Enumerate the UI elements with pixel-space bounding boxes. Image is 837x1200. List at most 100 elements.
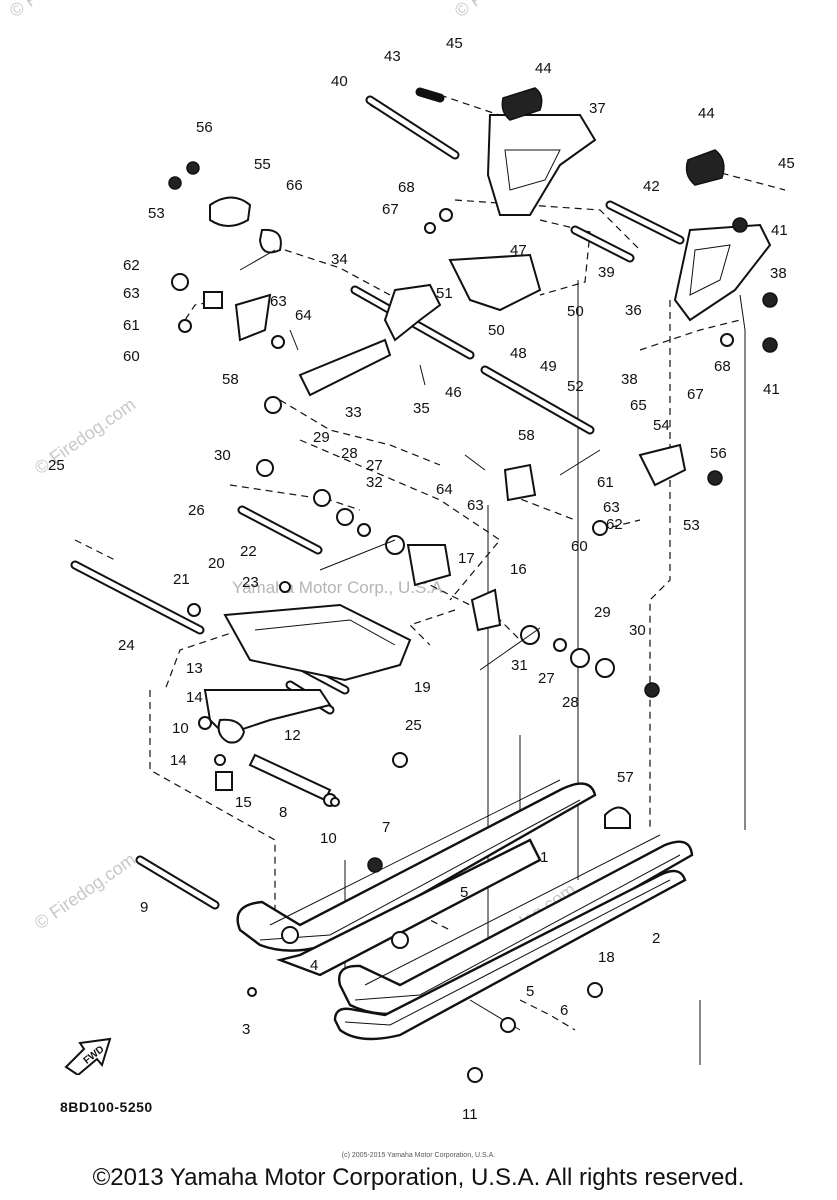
callout-46: 46 [445,384,462,401]
callout-6: 6 [560,1002,568,1019]
callout-61: 61 [123,317,140,334]
callout-53: 53 [683,517,700,534]
callout-57: 57 [617,769,634,786]
callout-13: 13 [186,660,203,677]
callout-62: 62 [606,516,623,533]
watermark-side-5: © Firedog.com [451,0,559,21]
callout-14: 14 [170,752,187,769]
callout-51: 51 [436,285,453,302]
callout-31: 31 [511,657,528,674]
callout-3: 3 [242,1021,250,1038]
callout-68: 68 [398,179,415,196]
callout-60: 60 [123,348,140,365]
shafts [70,87,685,910]
callout-62: 62 [123,257,140,274]
callout-27: 27 [538,670,555,687]
callout-38: 38 [770,265,787,282]
callout-60: 60 [571,538,588,555]
callout-34: 34 [331,251,348,268]
callout-45: 45 [446,35,463,52]
small-copyright: (c) 2005-2015 Yamaha Motor Corporation, … [341,1152,496,1159]
callout-55: 55 [254,156,271,173]
callout-63: 63 [123,285,140,302]
callout-47: 47 [510,242,527,259]
callout-67: 67 [687,386,704,403]
callout-56: 56 [710,445,727,462]
callout-66: 66 [286,177,303,194]
callout-10: 10 [172,720,189,737]
callout-40: 40 [331,73,348,90]
callout-labels: 1234556789101011121314141516171819202122… [48,35,795,1123]
watermark-side-2: © Firedog.com [31,849,139,933]
callout-14: 14 [186,689,203,706]
callout-38: 38 [621,371,638,388]
callout-45: 45 [778,155,795,172]
callout-63: 63 [603,499,620,516]
callout-58: 58 [222,371,239,388]
callout-39: 39 [598,264,615,281]
callout-48: 48 [510,345,527,362]
callout-7: 7 [382,819,390,836]
callout-5: 5 [460,884,468,901]
callout-53: 53 [148,205,165,222]
callout-4: 4 [310,957,318,974]
callout-35: 35 [413,400,430,417]
callout-43: 43 [384,48,401,65]
callout-20: 20 [208,555,225,572]
callout-41: 41 [771,222,788,239]
callout-15: 15 [235,794,252,811]
callout-67: 67 [382,201,399,218]
callout-25: 25 [48,457,65,474]
callout-29: 29 [594,604,611,621]
callout-64: 64 [436,481,453,498]
callout-22: 22 [240,543,257,560]
callout-65: 65 [630,397,647,414]
callout-33: 33 [345,404,362,421]
suspension-frame [203,114,772,744]
callout-23: 23 [242,574,259,591]
callout-54: 54 [653,417,670,434]
callout-32: 32 [366,474,383,491]
callout-25: 25 [405,717,422,734]
callout-29: 29 [313,429,330,446]
callout-36: 36 [625,302,642,319]
callout-11: 11 [462,1106,478,1123]
callout-19: 19 [414,679,431,696]
small-parts [168,87,778,1083]
callout-18: 18 [598,949,615,966]
callout-49: 49 [540,358,557,375]
callout-27: 27 [366,457,383,474]
callout-8: 8 [279,804,287,821]
callout-10: 10 [320,830,337,847]
callout-24: 24 [118,637,135,654]
watermark-side-4: © Firedog.com [6,0,114,21]
callout-50: 50 [488,322,505,339]
callout-50: 50 [567,303,584,320]
callout-44: 44 [535,60,552,77]
callout-52: 52 [567,378,584,395]
callout-56: 56 [196,119,213,136]
callout-61: 61 [597,474,614,491]
callout-68: 68 [714,358,731,375]
callout-41: 41 [763,381,780,398]
copyright-notice: ©2013 Yamaha Motor Corporation, U.S.A. A… [92,1164,745,1191]
callout-17: 17 [458,550,475,567]
callout-58: 58 [518,427,535,444]
callout-28: 28 [341,445,358,462]
callout-16: 16 [510,561,527,578]
callout-1: 1 [540,849,548,866]
callout-30: 30 [214,447,231,464]
callout-28: 28 [562,694,579,711]
callout-42: 42 [643,178,660,195]
callout-63: 63 [467,497,484,514]
callout-44: 44 [698,105,715,122]
callout-26: 26 [188,502,205,519]
callout-2: 2 [652,930,660,947]
callout-63: 63 [270,293,287,310]
callout-9: 9 [140,899,148,916]
callout-64: 64 [295,307,312,324]
fwd-arrow-icon: FWD [64,1037,112,1075]
diagram-code: 8BD100-5250 [60,1099,153,1115]
callout-12: 12 [284,727,301,744]
